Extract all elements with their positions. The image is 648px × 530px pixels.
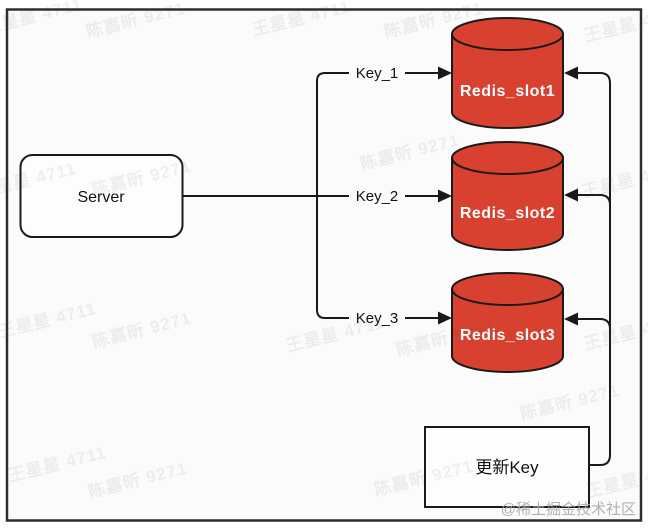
cylinder-top xyxy=(451,141,564,175)
server-label: Server xyxy=(77,189,125,206)
arrowhead-update-slot2 xyxy=(564,188,578,202)
key2-label-bg xyxy=(349,185,405,206)
site-credit-watermark: @稀土掘金技术社区 xyxy=(501,501,636,518)
key3-label: Key_3 xyxy=(356,310,399,327)
arrowhead-update-slot1 xyxy=(564,66,578,80)
redis-slot1-label: Redis_slot1 xyxy=(460,83,555,100)
redis-slot2-cylinder: Redis_slot2 xyxy=(451,141,564,251)
server-node xyxy=(19,154,184,238)
cylinder-top xyxy=(451,272,564,306)
arrowhead-key3 xyxy=(438,311,452,325)
update-key-node xyxy=(424,426,590,508)
cylinder-top xyxy=(451,17,564,51)
arrowhead-update-slot3 xyxy=(564,312,578,326)
cylinder-body xyxy=(451,288,564,373)
key3-label-bg xyxy=(349,307,405,328)
redis-slot1-cylinder: Redis_slot1 xyxy=(451,17,564,129)
key2-label: Key_2 xyxy=(356,188,399,205)
redis-slot2-label: Redis_slot2 xyxy=(460,205,555,222)
arrowhead-key1 xyxy=(438,66,452,80)
cylinder-body xyxy=(451,157,564,251)
redis-slot3-cylinder: Redis_slot3 xyxy=(451,272,564,373)
update-key-label: 更新Key xyxy=(475,458,539,477)
edge-update-slot1 xyxy=(578,72,611,466)
key1-label-bg xyxy=(349,62,405,83)
redis-slot3-label: Redis_slot3 xyxy=(460,327,555,344)
edge-branch-key1 xyxy=(316,72,439,196)
cylinder-body xyxy=(451,33,564,129)
edge-update-slot2 xyxy=(578,194,611,206)
edge-branch-key3 xyxy=(316,196,439,319)
key1-label: Key_1 xyxy=(356,65,399,82)
arrowhead-key2 xyxy=(438,189,452,203)
edge-update-slot3 xyxy=(578,318,611,330)
